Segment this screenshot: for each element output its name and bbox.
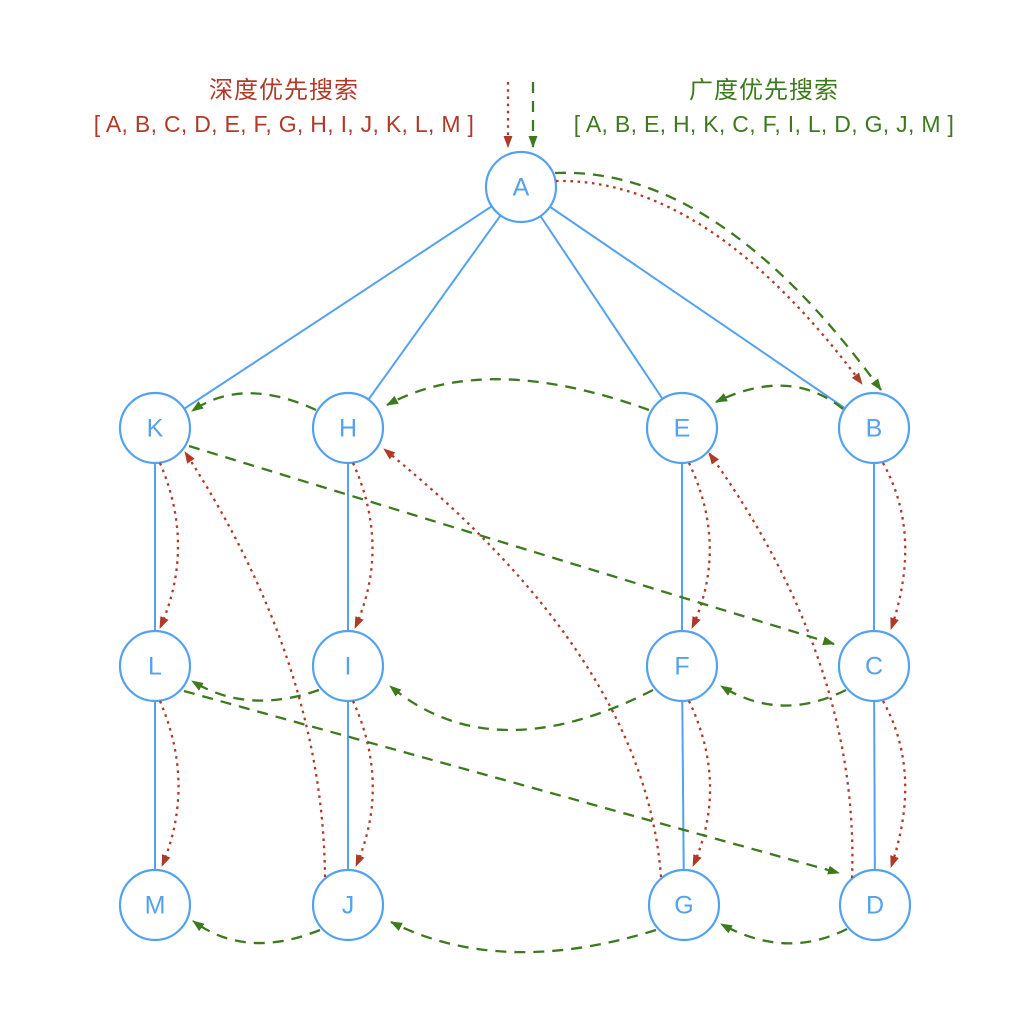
node-label-A: A (513, 174, 530, 202)
node-I: I (311, 629, 385, 703)
node-circle-D (838, 868, 912, 942)
node-label-L: L (148, 653, 162, 681)
node-B: B (837, 391, 911, 465)
node-circle-G (647, 868, 721, 942)
bfs-legend-order: [ A, B, E, H, K, C, F, I, L, D, G, J, M … (573, 110, 955, 137)
dfs-arrow-D-E (708, 452, 854, 879)
tree-edge-A-H (347, 186, 522, 429)
dfs-arrow-B-C (881, 462, 907, 630)
dfs-arrow-G-H (383, 448, 663, 878)
dfs-legend: 深度优先搜索 [ A, B, C, D, E, F, G, H, I, J, K… (60, 76, 508, 139)
node-label-I: I (345, 653, 352, 681)
node-circle-B (837, 391, 911, 465)
node-label-K: K (147, 415, 164, 443)
bfs-arrow-L-D (183, 689, 840, 875)
dfs-arrow-C-D (881, 700, 907, 868)
node-M: M (118, 868, 192, 942)
node-label-E: E (674, 415, 691, 443)
node-circle-K (118, 391, 192, 465)
dfs-arrow-J-K (184, 451, 327, 878)
dfs-arrow-H-I (351, 462, 374, 629)
node-circle-E (645, 391, 719, 465)
tree-edge-F-G (681, 665, 685, 906)
node-circle-H (311, 391, 385, 465)
dfs-legend-order: [ A, B, C, D, E, F, G, H, I, J, K, L, M … (93, 110, 475, 137)
node-label-F: F (674, 653, 689, 681)
bfs-arrow-H-K (191, 392, 317, 412)
bfs-arrow-K-C (188, 444, 835, 646)
dfs-arrow-I-J (351, 700, 374, 867)
node-A: A (484, 150, 558, 224)
bfs-arrow-E-H (386, 378, 650, 412)
node-label-B: B (866, 415, 883, 443)
bfs-arrow-F-I (389, 685, 654, 732)
node-label-C: C (865, 653, 883, 681)
node-circle-M (118, 868, 192, 942)
bfs-arrow-A-B (554, 171, 882, 391)
node-circle-F (645, 629, 719, 703)
bfs-arrow-C-F (720, 685, 847, 707)
node-label-G: G (674, 892, 693, 920)
node-K: K (118, 391, 192, 465)
node-circle-C (837, 629, 911, 703)
tree-edge-A-E (520, 186, 683, 429)
node-C: C (837, 629, 911, 703)
bfs-arrow-B-E (715, 384, 844, 410)
tree-edge-A-K (154, 186, 522, 429)
bfs-arrow-I-L (191, 680, 320, 702)
bfs-arrow-J-M (192, 920, 321, 945)
bfs-arrow-G-J (390, 920, 657, 954)
node-label-H: H (339, 415, 357, 443)
node-circle-A (484, 150, 558, 224)
node-H: H (311, 391, 385, 465)
dfs-arrow-A-B (555, 179, 863, 385)
node-label-D: D (866, 892, 884, 920)
node-D: D (838, 868, 912, 942)
dfs-arrow-E-F (687, 462, 711, 629)
node-label-J: J (342, 892, 355, 920)
node-circle-I (311, 629, 385, 703)
dfs-legend-title: 深度优先搜索 (209, 77, 359, 104)
node-G: G (647, 868, 721, 942)
node-label-M: M (145, 892, 166, 920)
node-circle-J (311, 868, 385, 942)
node-L: L (118, 629, 192, 703)
node-J: J (311, 868, 385, 942)
tree-edge-A-B (520, 186, 875, 429)
node-E: E (645, 391, 719, 465)
dfs-arrow-L-M (158, 700, 180, 867)
bfs-arrow-D-G (720, 922, 848, 945)
node-circle-L (118, 629, 192, 703)
node-F: F (645, 629, 719, 703)
bfs-legend: 广度优先搜索 [ A, B, E, H, K, C, F, I, L, D, G… (540, 76, 988, 139)
bfs-legend-title: 广度优先搜索 (689, 77, 839, 104)
dfs-arrow-F-G (687, 700, 712, 867)
tree-edge-C-D (873, 665, 876, 906)
dfs-arrow-K-L (158, 462, 180, 629)
